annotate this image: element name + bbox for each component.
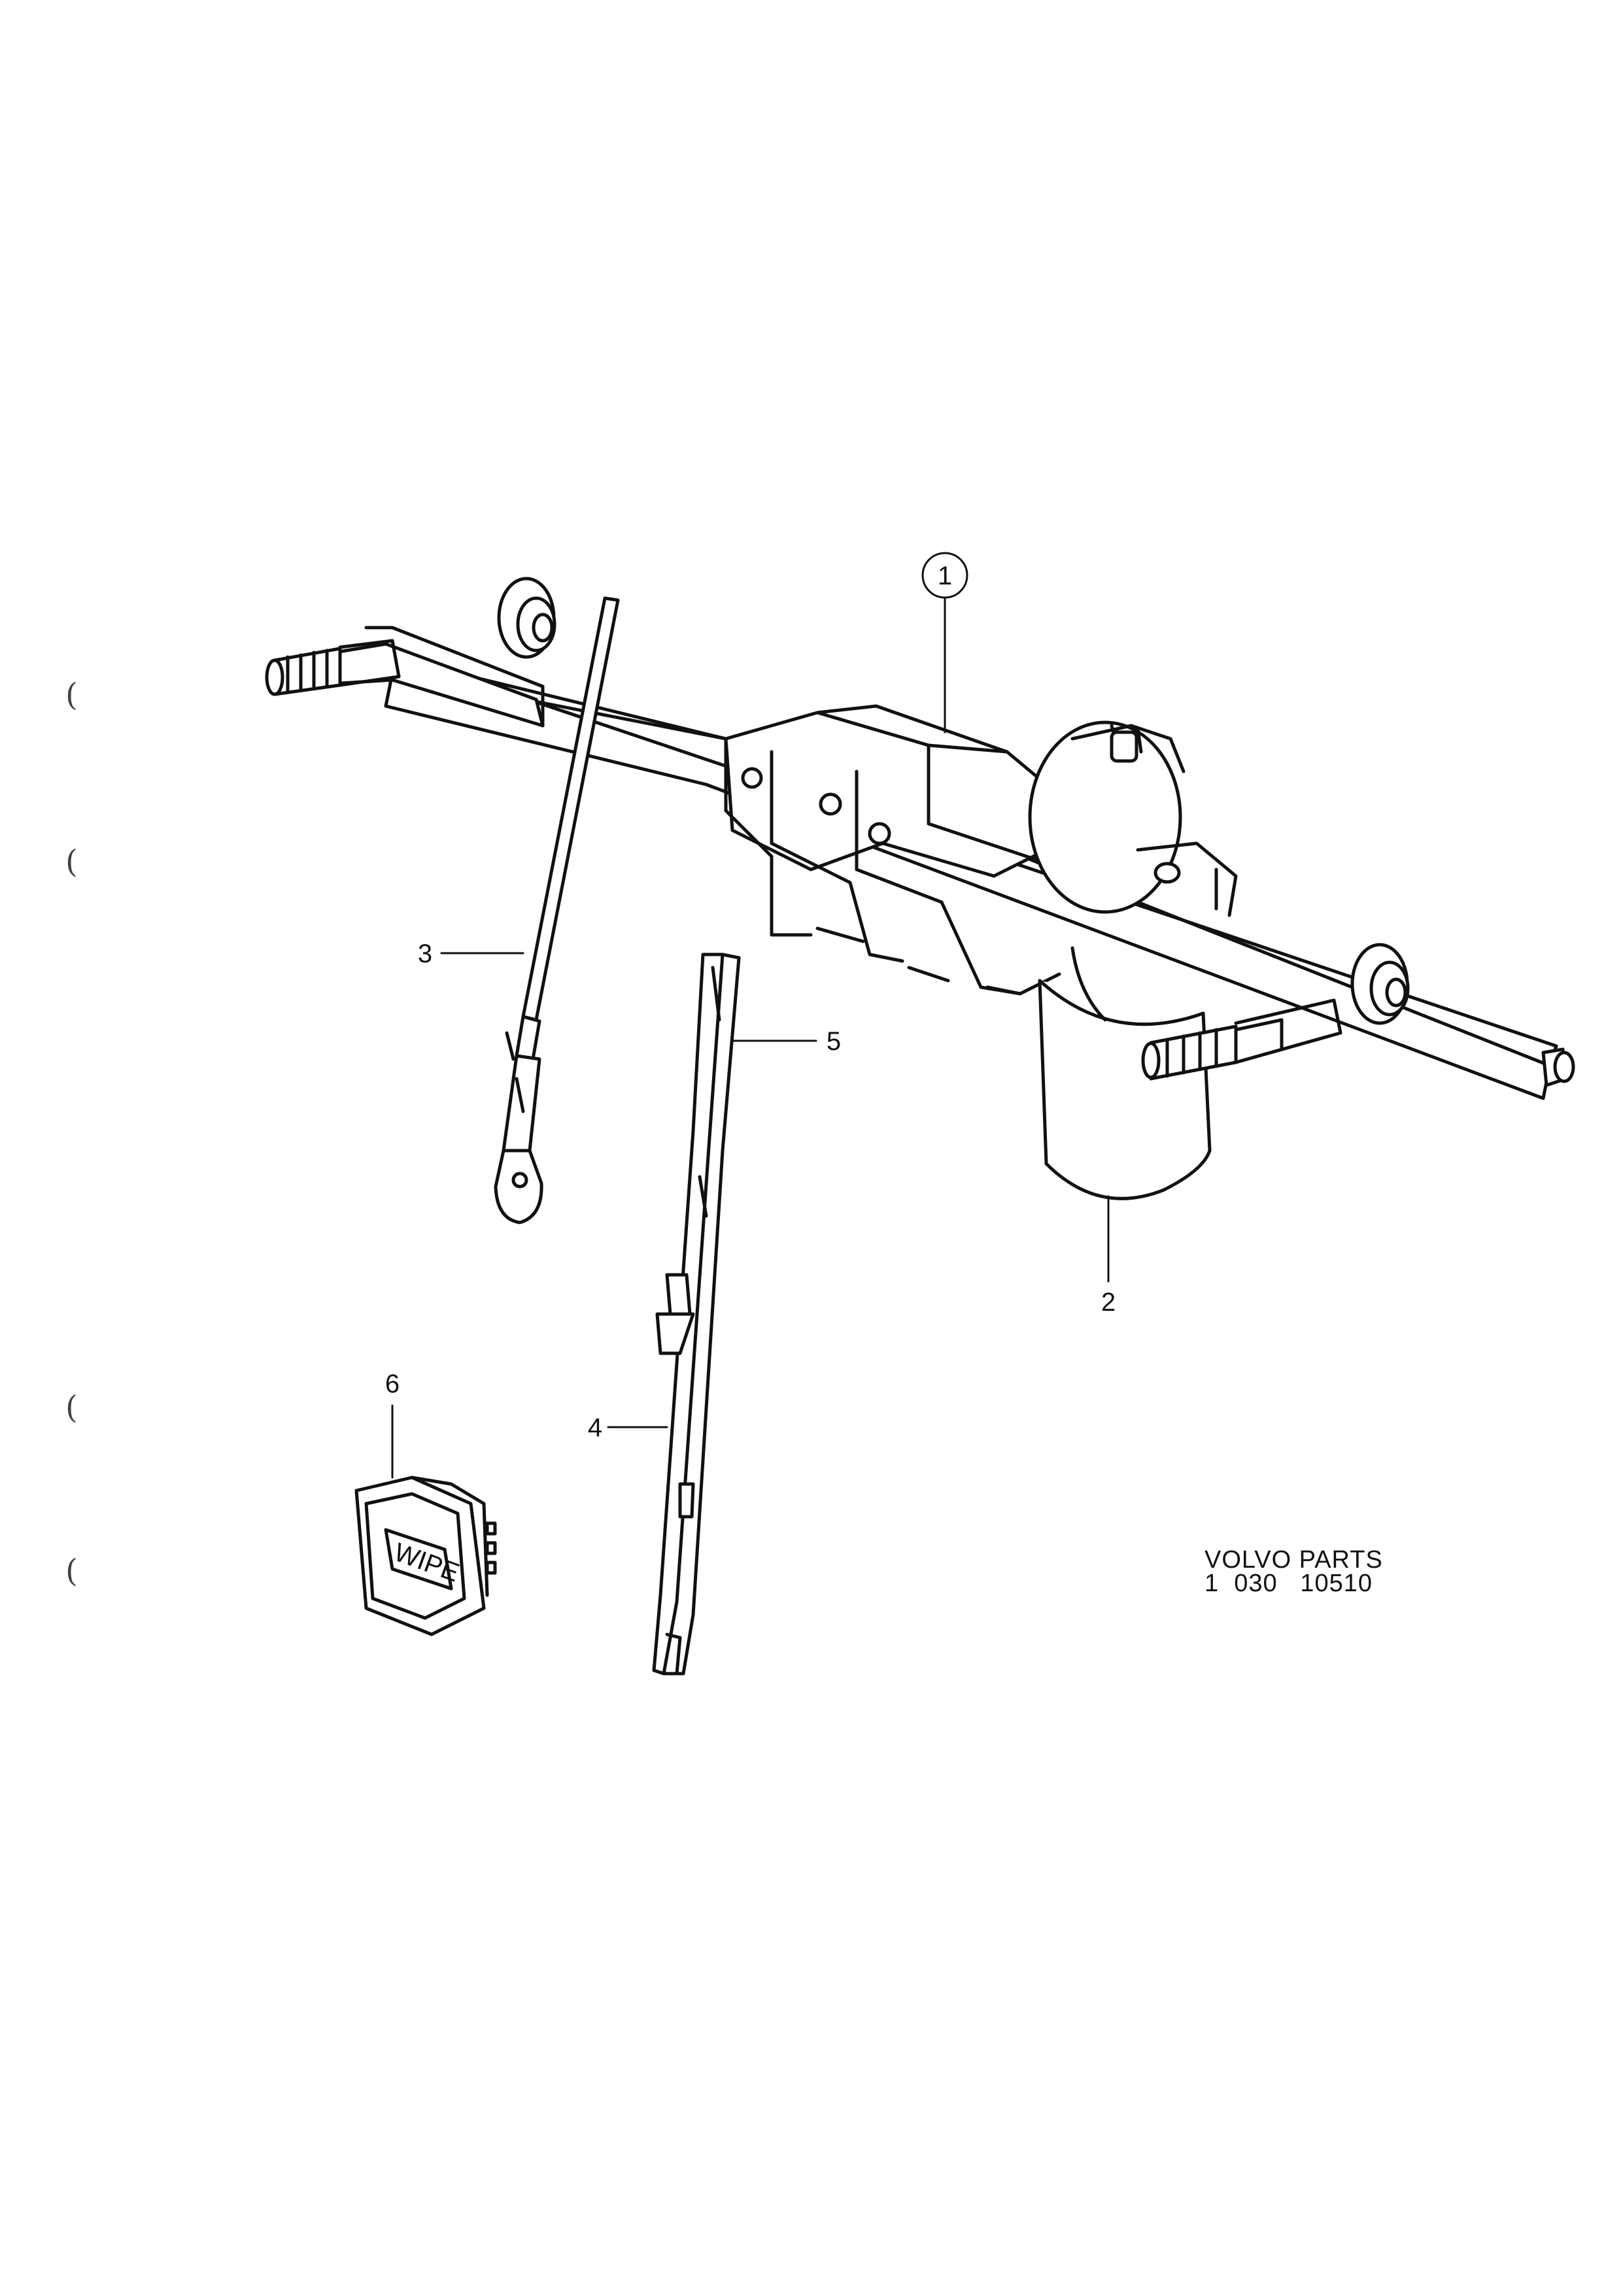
motor-cap <box>1028 720 1238 917</box>
callout-3: 3 <box>418 939 432 968</box>
callout-6: 6 <box>385 1370 400 1398</box>
motor-cylinder <box>1038 946 1212 1200</box>
wiper-blade <box>652 953 741 1676</box>
margin-mark-4: ( <box>65 1553 78 1589</box>
callout-2: 2 <box>1101 1288 1116 1317</box>
callout-5: 5 <box>827 1027 841 1056</box>
wiper-switch: WIPE <box>354 1476 497 1636</box>
left-pivot-grommet <box>497 577 556 659</box>
wiper-linkage-frame <box>265 577 1575 1200</box>
callout-4: 4 <box>588 1413 602 1442</box>
callout-labels: 1 2 3 4 5 6 <box>385 562 1116 1442</box>
margin-mark-1: ( <box>65 677 78 713</box>
motor-bracket <box>724 704 1061 996</box>
caption-number: 1 030 10510 <box>1204 1570 1373 1597</box>
right-pivot-grommet <box>1350 943 1410 1025</box>
callout-1: 1 <box>938 562 952 590</box>
right-pivot-shaft <box>1141 998 1342 1081</box>
margin-mark-2: ( <box>65 843 78 880</box>
parts-caption: VOLVO PARTS 1 030 10510 <box>1204 1546 1383 1597</box>
left-pivot-shaft <box>265 639 401 696</box>
margin-mark-3: ( <box>65 1389 78 1426</box>
wiper-arm <box>494 596 620 1224</box>
callout-leaders <box>391 552 1110 1479</box>
frame-end-nut <box>1541 1047 1575 1087</box>
caption-brand: VOLVO PARTS <box>1204 1546 1383 1574</box>
